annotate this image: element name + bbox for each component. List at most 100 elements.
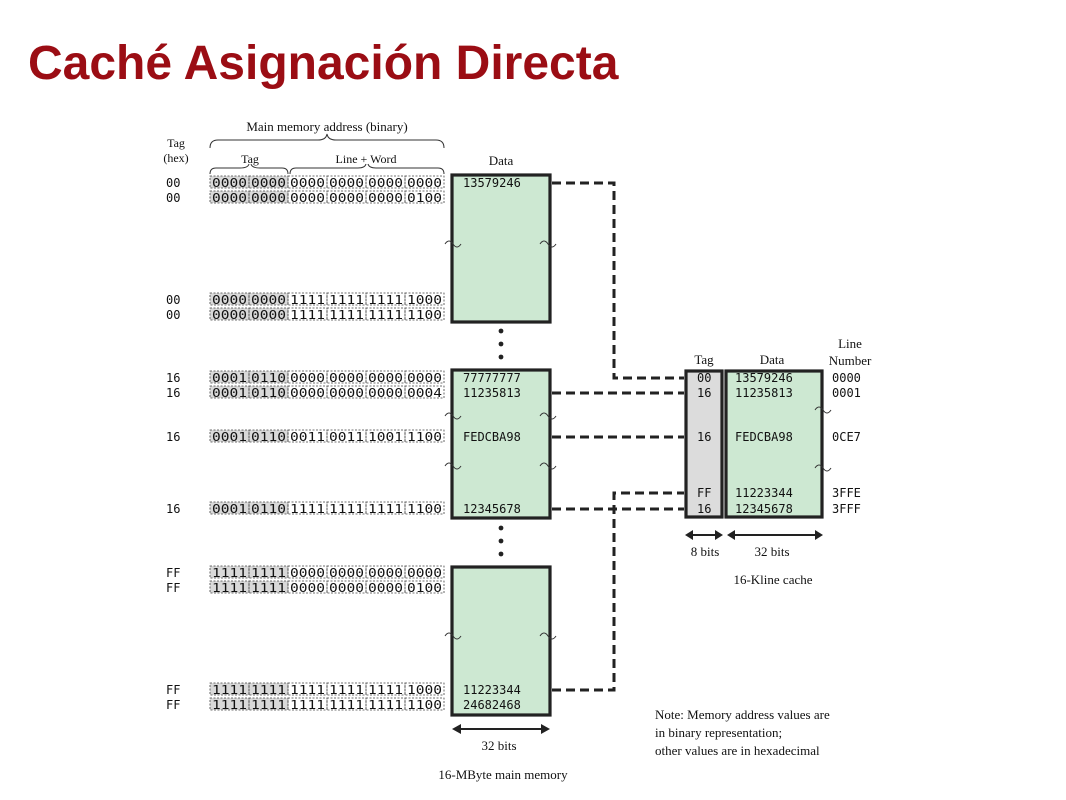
address-bit-group: 0001	[212, 430, 247, 444]
data-width-label: 32 bits	[754, 544, 789, 559]
address-bit-cell	[326, 175, 367, 189]
address-bit-group: 0110	[251, 502, 286, 516]
memory-row-tag: 00	[166, 176, 180, 190]
memory-row-tag: FF	[166, 566, 180, 580]
address-bit-group: 0001	[212, 371, 247, 385]
address-bit-cell	[404, 190, 445, 204]
address-bit-cell	[326, 429, 367, 443]
address-bit-group: 0000	[251, 191, 286, 205]
address-bit-cell	[209, 501, 250, 515]
address-bit-group: 1111	[329, 308, 364, 322]
address-bit-cell	[326, 385, 367, 399]
address-bit-group: 0011	[290, 430, 325, 444]
address-bit-cell	[287, 370, 328, 384]
address-bit-group: 1111	[329, 502, 364, 516]
cache-row-tag: 16	[697, 502, 711, 516]
address-bit-group: 0110	[251, 371, 286, 385]
address-bit-cell	[209, 385, 250, 399]
line-number-label-line1: Line	[838, 336, 862, 351]
address-bit-group: 0000	[368, 191, 403, 205]
address-bit-group: 0000	[368, 386, 403, 400]
address-tag-label: Tag	[241, 152, 259, 166]
cache-line-number: 0CE7	[832, 430, 861, 444]
tag-width-arrowheads	[685, 530, 723, 540]
address-bit-group: 1000	[407, 683, 442, 697]
address-bit-cell	[365, 175, 406, 189]
address-bit-cell	[248, 682, 289, 696]
address-bit-group: 0000	[290, 176, 325, 190]
address-bit-group: 0000	[407, 566, 442, 580]
memory-row-tag: 00	[166, 191, 180, 205]
address-bit-group: 1111	[251, 698, 286, 712]
memory-width-label: 32 bits	[481, 738, 516, 753]
address-bit-group: 1111	[368, 308, 403, 322]
address-bit-cell	[404, 501, 445, 515]
address-bit-group: 0000	[329, 371, 364, 385]
address-bit-group: 0000	[212, 308, 247, 322]
address-bit-cell	[248, 292, 289, 306]
memory-block-tag-ff	[450, 565, 552, 717]
address-bit-group: 0000	[212, 293, 247, 307]
cache-line-number: 3FFE	[832, 486, 861, 500]
address-bit-group: 1111	[329, 293, 364, 307]
memory-row-tag: FF	[166, 698, 180, 712]
tag-hex-label-line2: (hex)	[163, 151, 188, 165]
address-bit-cell	[404, 370, 445, 384]
address-bit-cell	[404, 565, 445, 579]
address-bit-cell	[404, 307, 445, 321]
address-bit-group: 0000	[407, 371, 442, 385]
address-bit-cell	[365, 682, 406, 696]
address-bit-group: 1000	[407, 293, 442, 307]
address-bit-cell	[248, 307, 289, 321]
address-bit-cell	[209, 370, 250, 384]
address-bit-cell	[209, 307, 250, 321]
address-bit-group: 1111	[251, 566, 286, 580]
address-bit-cell	[404, 429, 445, 443]
address-bit-cell	[326, 292, 367, 306]
address-bit-cell	[248, 175, 289, 189]
address-bit-cell	[326, 190, 367, 204]
address-brace	[209, 133, 445, 149]
address-bit-group: 0000	[329, 176, 364, 190]
address-bit-cell	[287, 307, 328, 321]
address-bit-cell	[365, 385, 406, 399]
address-bit-group: 1111	[290, 502, 325, 516]
address-bit-group: 1111	[329, 683, 364, 697]
address-bit-group: 1111	[212, 683, 247, 697]
address-bit-group: 1111	[212, 581, 247, 595]
address-bit-group: 0000	[212, 176, 247, 190]
memory-data-value: FEDCBA98	[463, 430, 521, 444]
address-bit-cell	[365, 580, 406, 594]
address-bit-cell	[248, 580, 289, 594]
address-bit-group: 1100	[407, 430, 442, 444]
cache-row-tag: FF	[697, 486, 711, 500]
address-bit-group: 0000	[368, 581, 403, 595]
address-bit-cell	[209, 429, 250, 443]
address-bit-cell	[365, 307, 406, 321]
address-bit-cell	[326, 697, 367, 711]
memory-row-tag: FF	[166, 683, 180, 697]
cache-tag-column	[684, 369, 724, 519]
address-bit-cell	[365, 429, 406, 443]
address-bit-cell	[404, 682, 445, 696]
address-bit-group: 0000	[251, 176, 286, 190]
memory-row-tag: FF	[166, 581, 180, 595]
address-bit-cell	[287, 682, 328, 696]
address-bit-group: 1111	[368, 293, 403, 307]
address-bit-group: 1111	[368, 502, 403, 516]
cache-row-data: 13579246	[735, 371, 793, 385]
address-bit-cell	[248, 429, 289, 443]
cache-data-column	[724, 369, 824, 519]
address-bit-cell	[326, 682, 367, 696]
address-bit-cell	[287, 292, 328, 306]
memory-data-label: Data	[489, 153, 514, 168]
address-bit-cell	[365, 565, 406, 579]
address-bit-group: 1111	[212, 566, 247, 580]
address-bit-cell	[287, 580, 328, 594]
